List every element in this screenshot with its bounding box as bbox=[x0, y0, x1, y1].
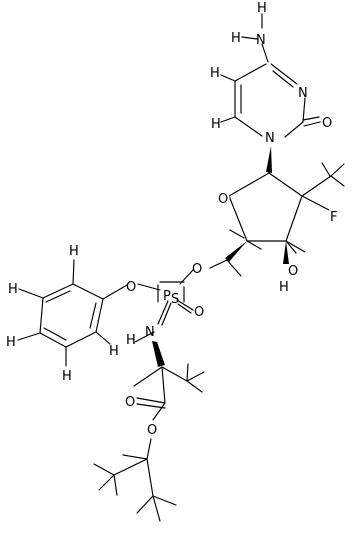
atom-h-phenyl-topleft: H bbox=[8, 282, 18, 297]
atom-h-phenyl-bottom: H bbox=[109, 344, 119, 359]
atom-h-c3: H bbox=[279, 280, 289, 295]
atom-o-carbonyl: O bbox=[322, 116, 332, 131]
atom-h-amine-left: H bbox=[231, 31, 241, 46]
atom-n1: N bbox=[265, 131, 275, 146]
atom-h-nh: H bbox=[126, 333, 136, 348]
c3-oh-wedge bbox=[283, 241, 289, 264]
n1-c1-wedge bbox=[266, 146, 272, 173]
atom-o-ester-carbonyl: O bbox=[125, 395, 135, 410]
atom-o-c3: O bbox=[288, 264, 298, 279]
atom-o-c5: O bbox=[192, 262, 202, 277]
phenyl-ring-bonds bbox=[17, 259, 128, 367]
c4-c5-wedge bbox=[225, 241, 247, 262]
atom-h-phenyl-left: H bbox=[6, 335, 16, 350]
alanine-ester-bonds bbox=[93, 331, 205, 522]
atom-o-p-double: O bbox=[194, 305, 204, 320]
atom-h-phenyl-bottomleft: H bbox=[62, 369, 72, 384]
atom-f: F bbox=[330, 210, 337, 225]
atom-labels: H N H H N H N O O F O O H O P S O H N O … bbox=[6, 1, 339, 438]
atom-h-c6: H bbox=[211, 117, 221, 132]
atom-h-phenyl-top: H bbox=[69, 244, 79, 259]
cytosine-ring-bonds bbox=[220, 13, 321, 138]
atom-o-furanose: O bbox=[218, 192, 228, 207]
atom-h-c5: H bbox=[210, 66, 220, 81]
atom-o-phenoxy: O bbox=[126, 280, 136, 295]
atom-n3: N bbox=[298, 86, 308, 101]
atom-o-ester: O bbox=[147, 423, 157, 438]
sugar-ring-bonds bbox=[209, 146, 345, 277]
atom-s: S bbox=[171, 292, 179, 307]
atom-p: P bbox=[163, 289, 171, 304]
atom-n-nh: N bbox=[145, 325, 155, 340]
atom-n-amine: N bbox=[256, 33, 266, 48]
atom-h-amine-top: H bbox=[257, 1, 267, 16]
phosphate-bonds bbox=[137, 269, 194, 326]
n-calpha-wedge bbox=[152, 341, 165, 367]
